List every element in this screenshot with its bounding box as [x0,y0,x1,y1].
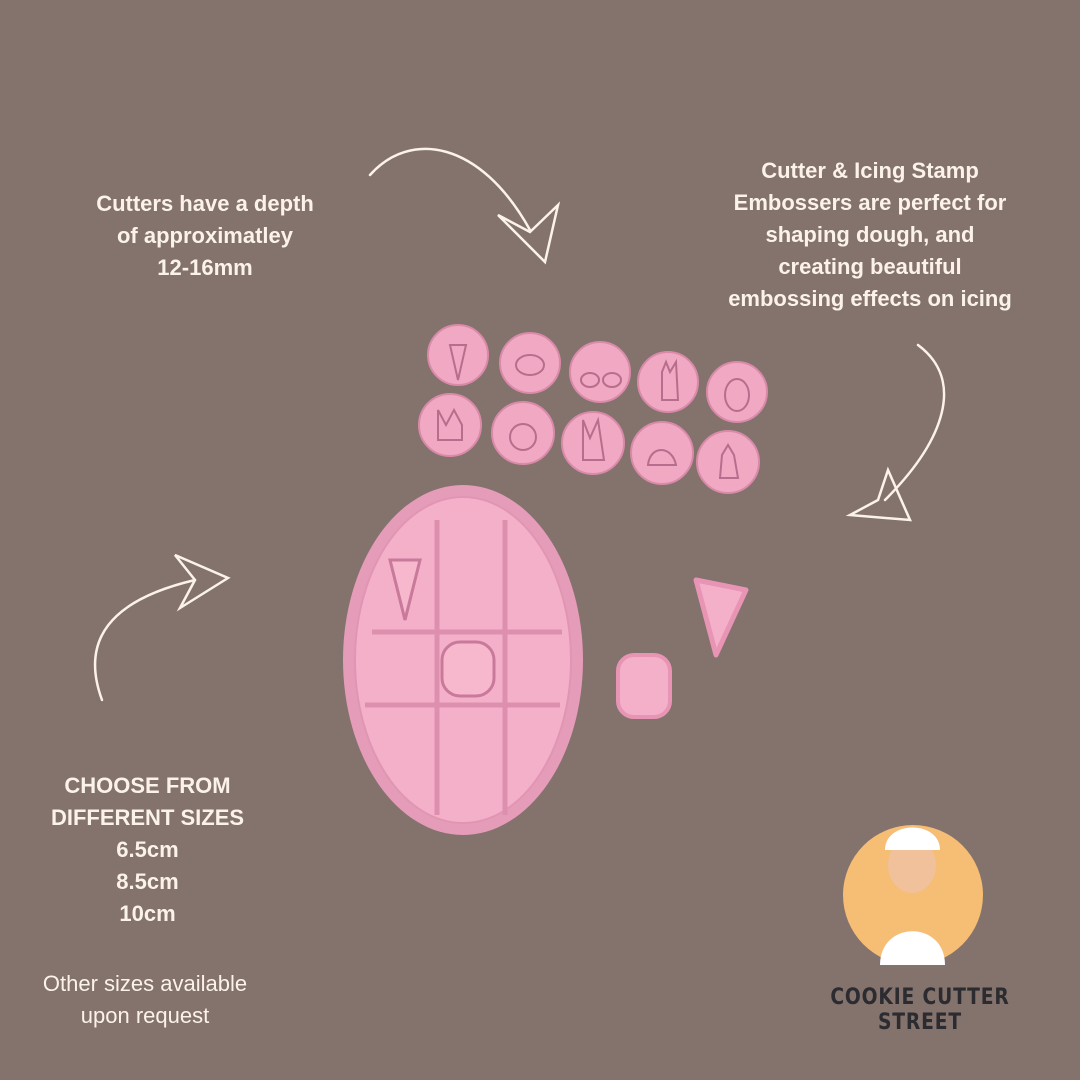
mini-cutters [616,577,749,719]
request-note-line: upon request [80,1003,210,1028]
egg-cutter [343,485,583,835]
sizes-heading: CHOOSE FROM [64,773,231,798]
depth-note-line: of approximatley [116,223,294,248]
sizes-note: CHOOSE FROM DIFFERENT SIZES 6.5cm 8.5cm … [20,770,275,930]
depth-note: Cutters have a depth of approximatley 12… [70,188,340,284]
request-note-line: Other sizes available [42,971,248,996]
arrow-icon [93,553,231,702]
brand-name: COOKIE CUTTER STREET [830,985,1010,1035]
embosser-stamps [418,324,768,494]
embosser-note-line: Embossers are perfect for [733,190,1007,215]
arrow-icon [368,147,561,265]
size-option: 8.5cm [116,869,179,894]
request-note: Other sizes available upon request [15,968,275,1032]
embosser-note-line: creating beautiful [778,254,962,279]
arrow-icon [845,343,946,522]
brand-logo [843,825,983,965]
embosser-note: Cutter & Icing Stamp Embossers are perfe… [700,155,1040,315]
depth-note-line: Cutters have a depth [96,191,314,216]
embosser-note-line: embossing effects on icing [728,286,1012,311]
size-option: 6.5cm [116,837,179,862]
depth-note-line: 12-16mm [157,255,253,280]
embosser-note-line: shaping dough, and [765,222,975,247]
sizes-heading: DIFFERENT SIZES [50,805,245,830]
embosser-note-line: Cutter & Icing Stamp [761,158,979,183]
size-option: 10cm [119,901,176,926]
